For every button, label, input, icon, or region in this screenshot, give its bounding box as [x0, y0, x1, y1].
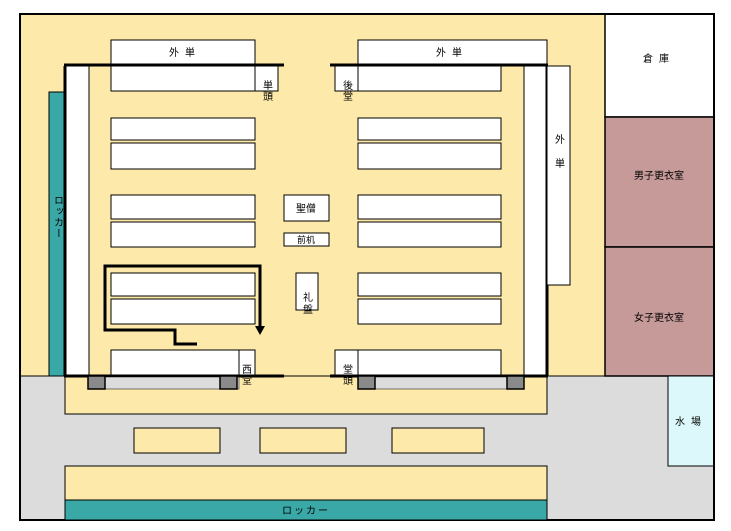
gaitan-left-label: 外単 [169, 46, 201, 59]
route-arrow-icon [255, 326, 265, 335]
platform-right-row3-upper [357, 194, 502, 220]
doutou-label: 堂頭 [341, 364, 353, 386]
raiban-mat [295, 272, 319, 311]
mat-right [391, 427, 485, 454]
platform-right-bottom [357, 349, 502, 376]
storage-room [604, 13, 715, 118]
shouzou-label: 聖僧 [296, 202, 316, 215]
platform-left-row2-lower [110, 142, 256, 170]
locker-south-label: ロッカー [282, 505, 330, 517]
storage-label: 倉庫 [643, 52, 675, 65]
mens-dressing-room [604, 116, 715, 248]
water-place-label: 水場 [675, 415, 707, 428]
womens-room-label: 女子更衣室 [634, 311, 684, 324]
gaitan-east-label: 外単 [553, 134, 565, 182]
platform-left-bottom [110, 349, 240, 376]
platform-left-row3-upper [110, 194, 256, 220]
south-bench [64, 465, 548, 501]
womens-dressing-room [604, 246, 715, 377]
east-wall-strip [523, 65, 548, 377]
platform-left-row4-lower [110, 298, 256, 325]
pillar [219, 375, 238, 390]
mat-left [133, 427, 221, 454]
platform-left-row3-lower [110, 221, 256, 248]
pillar [357, 375, 376, 390]
platform-right-row2-upper [357, 117, 502, 141]
locker-south [64, 499, 548, 521]
mat-center [259, 427, 347, 454]
platform-right-top [357, 65, 502, 92]
platform-left-row4-upper [110, 272, 256, 297]
platform-left-top [110, 65, 256, 92]
mens-room-label: 男子更衣室 [634, 169, 684, 182]
platform-right-row4-lower [357, 298, 502, 325]
platform-right-row2-lower [357, 142, 502, 170]
west-wall-strip [64, 65, 90, 377]
zenki-label: 前机 [297, 234, 315, 246]
platform-right-row4-upper [357, 272, 502, 297]
zenki-table [283, 232, 330, 247]
veranda-right [357, 376, 525, 390]
pillar [87, 375, 106, 390]
locker-west-label: ロッカー [52, 195, 63, 239]
shouzou-altar [283, 194, 330, 222]
godou-label: 後堂 [341, 79, 353, 102]
walking-route-line [103, 264, 262, 346]
gaitan-east-platform [546, 65, 571, 286]
platform-right-row3-lower [357, 221, 502, 248]
seidou-label: 西堂 [240, 364, 252, 386]
pillar [506, 375, 525, 390]
gaitan-right-label: 外単 [436, 46, 468, 59]
veranda-left [88, 376, 240, 390]
tantou-label: 単頭 [261, 79, 273, 102]
platform-left-row2-upper [110, 117, 256, 141]
raiban-label: 礼盤 [301, 291, 313, 316]
